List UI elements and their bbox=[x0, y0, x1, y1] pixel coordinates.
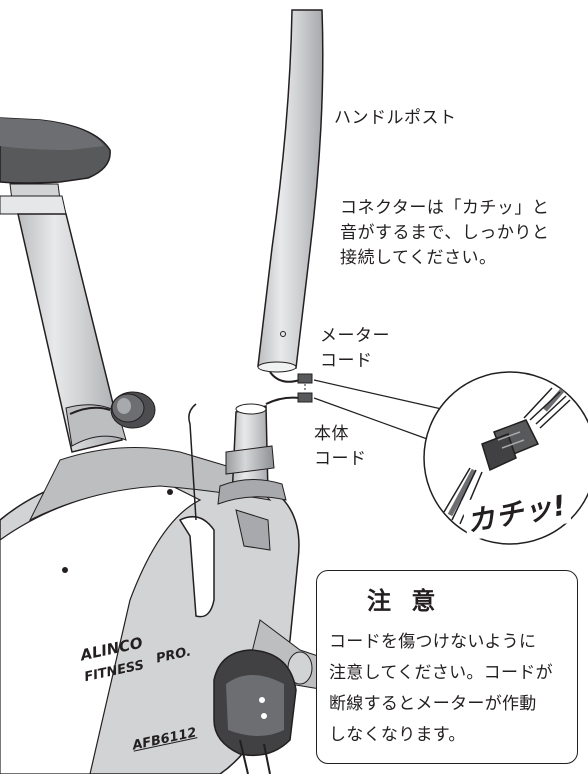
body-cord-label: 本体 コード bbox=[314, 422, 367, 472]
handle-post bbox=[257, 9, 324, 373]
caution-text: コードを傷つけないように 注意してください。コードが 断線するとメーターが作動 … bbox=[329, 627, 553, 751]
body-cord-line: 本体 bbox=[314, 424, 349, 444]
caution-box: 注 意 コードを傷つけないように 注意してください。コードが 断線するとメーター… bbox=[316, 570, 578, 764]
handle-post-base bbox=[217, 403, 287, 505]
body-cord-line: コード bbox=[314, 449, 367, 469]
pedal bbox=[213, 649, 297, 774]
caution-line: 断線するとメーターが作動 bbox=[329, 694, 537, 714]
caution-line: 注意してください。コードが bbox=[329, 663, 553, 683]
seat bbox=[0, 117, 111, 215]
hand-grip bbox=[178, 403, 215, 618]
adjustment-knob bbox=[110, 391, 156, 429]
caution-title: 注 意 bbox=[367, 586, 442, 615]
caution-header: 注 意 bbox=[325, 581, 441, 615]
callout-lines bbox=[313, 379, 447, 441]
handle-post-label: ハンドルポスト bbox=[334, 108, 457, 128]
cord-connector bbox=[265, 371, 313, 405]
caution-line: コードを傷つけないように bbox=[329, 632, 537, 652]
connector-note-line: コネクターは「カチッ」と bbox=[340, 198, 550, 218]
meter-cord-label: メーター コード bbox=[320, 324, 390, 374]
connector-note-line: 接続してください。 bbox=[340, 248, 497, 268]
meter-cord-line: コード bbox=[320, 351, 373, 371]
seat-post bbox=[17, 213, 127, 453]
connector-note: コネクターは「カチッ」と 音がするまで、しっかりと 接続してください。 bbox=[340, 196, 549, 271]
connector-note-line: 音がするまで、しっかりと bbox=[340, 223, 550, 243]
meter-cord-line: メーター bbox=[320, 326, 390, 346]
caution-line: しなくなります。 bbox=[329, 725, 466, 745]
